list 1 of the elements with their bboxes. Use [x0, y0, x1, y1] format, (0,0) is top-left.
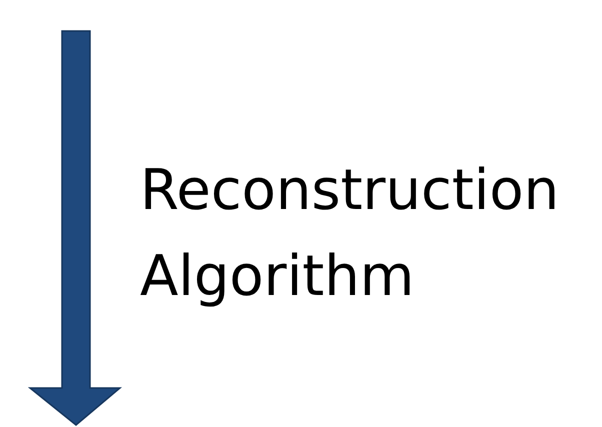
heading-text: Reconstruction Algorithm	[140, 157, 560, 311]
